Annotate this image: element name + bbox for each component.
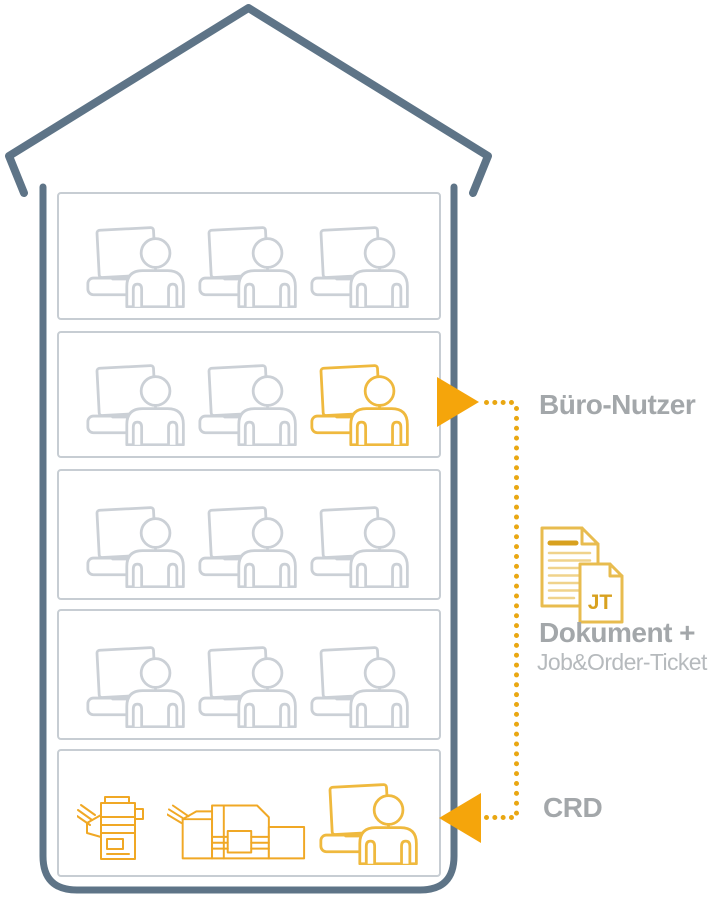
walls-outline — [39, 183, 458, 894]
workstation-user-icon — [86, 362, 188, 446]
production-printer-icon — [167, 793, 309, 865]
floor-mid-2 — [57, 609, 441, 740]
workstation-user-icon — [198, 504, 300, 588]
workstation-user-icon — [198, 362, 300, 446]
jt-badge: JT — [588, 591, 613, 614]
floor-mid-1 — [57, 469, 441, 600]
workstation-user-icon — [86, 644, 188, 728]
workstation-user-icon — [198, 644, 300, 728]
office-printer-icon — [77, 793, 157, 865]
workstation-user-icon — [86, 224, 188, 308]
floor-buero — [57, 331, 441, 458]
workstation-user-icon — [198, 224, 300, 308]
dotted-connector-vertical — [514, 406, 519, 816]
arrow-right-icon — [437, 377, 479, 427]
roof-outline — [5, 4, 492, 197]
workstation-user-icon — [310, 504, 412, 588]
floor-top — [57, 192, 441, 320]
workstation-user-icon — [310, 644, 412, 728]
workstation-user-icon — [310, 224, 412, 308]
workstation-user-highlighted-icon — [310, 362, 412, 446]
buero-nutzer-label: Büro-Nutzer — [539, 389, 696, 420]
job-order-ticket-label: Job&Order-Ticket — [537, 649, 707, 675]
arrow-left-icon — [439, 793, 481, 843]
crd-operator-icon — [319, 781, 421, 865]
dotted-connector-bottom — [484, 815, 514, 820]
floor-ground-crd — [57, 749, 441, 877]
dotted-connector-top — [484, 400, 514, 405]
workstation-user-icon — [86, 504, 188, 588]
document-jobticket-icon: JT — [540, 526, 624, 624]
crd-label: CRD — [543, 792, 603, 823]
dokument-label: Dokument + — [539, 617, 696, 648]
